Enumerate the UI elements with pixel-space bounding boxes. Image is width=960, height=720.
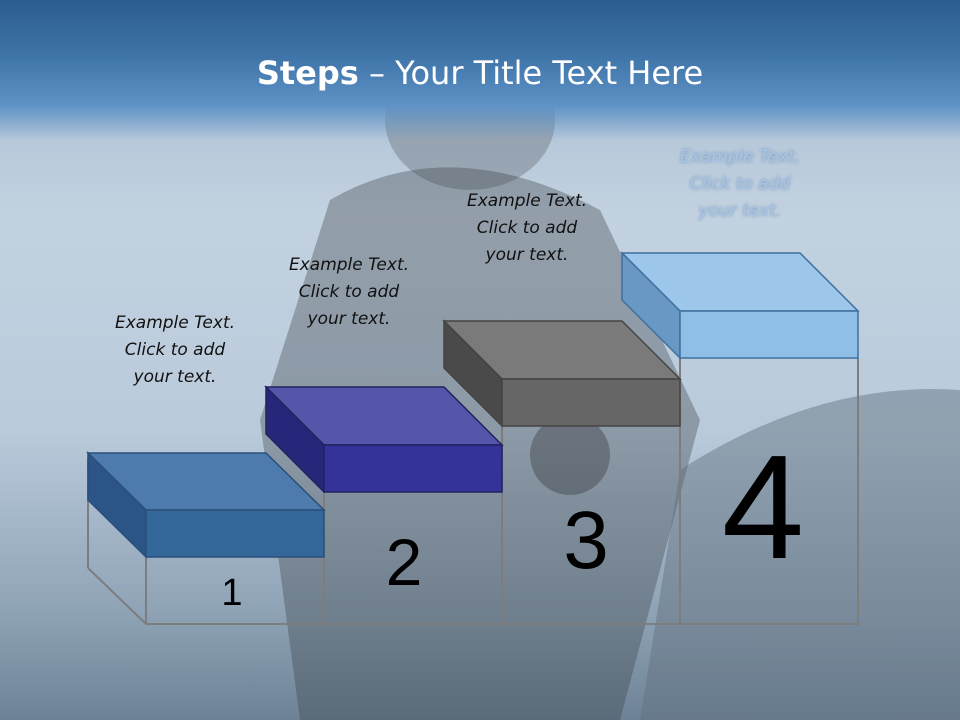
- step-1-number: 1: [221, 572, 242, 614]
- title-band: [0, 0, 960, 140]
- step-3-text[interactable]: Example Text. Click to add your text.: [466, 191, 588, 265]
- step-2-number: 2: [386, 525, 423, 599]
- step-4-front: [679, 310, 859, 359]
- step-3-front: [501, 378, 681, 427]
- step-1-text[interactable]: Example Text. Click to add your text.: [114, 313, 236, 387]
- title-rest: – Your Title Text Here: [358, 54, 704, 92]
- step-3-number: 3: [563, 495, 609, 586]
- step-2-front: [323, 444, 503, 493]
- slide-title[interactable]: Steps – Your Title Text Here: [0, 54, 960, 92]
- title-bold: Steps: [256, 54, 359, 92]
- step-1-front: [145, 509, 325, 558]
- step-2-text[interactable]: Example Text. Click to add your text.: [288, 255, 410, 329]
- step-4-number: 4: [722, 425, 804, 590]
- step-4-text[interactable]: Example Text. Click to add your text.: [679, 147, 801, 221]
